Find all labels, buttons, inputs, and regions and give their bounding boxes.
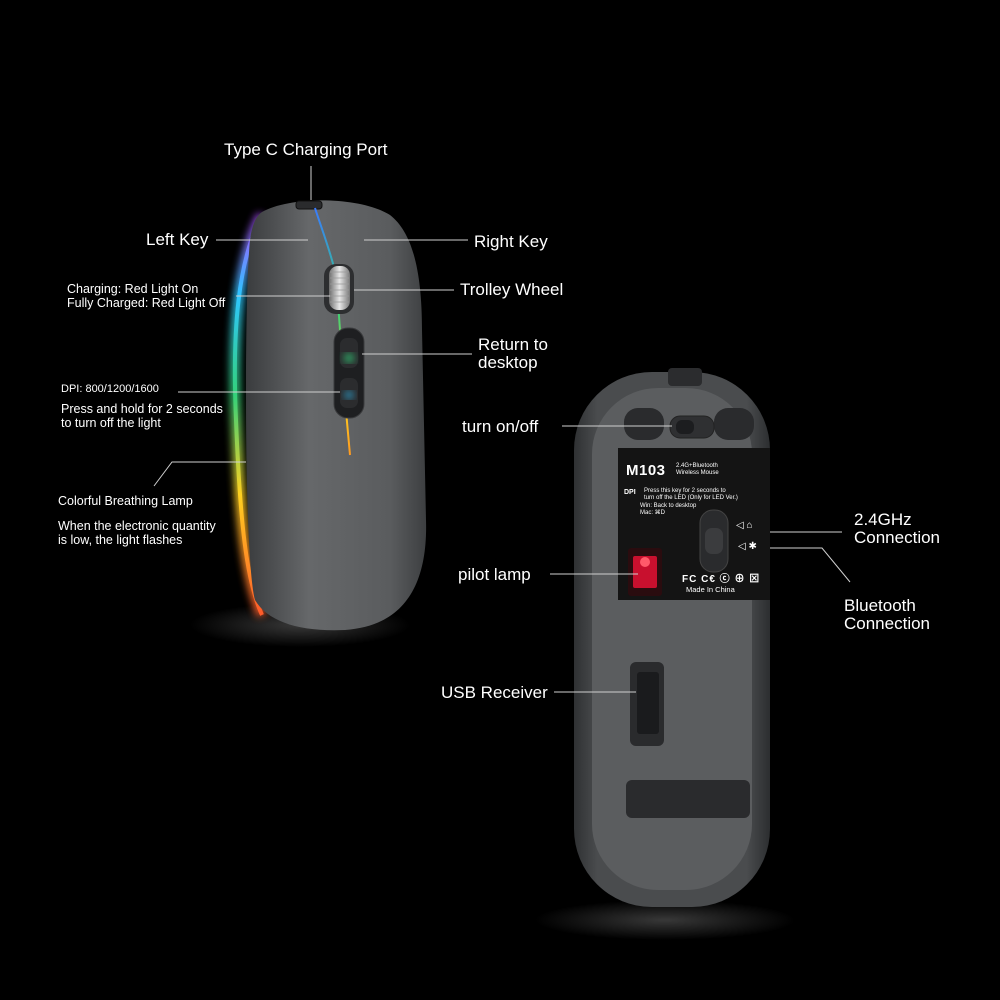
bottom-foot: [626, 780, 750, 818]
label-pilot-lamp: pilot lamp: [458, 565, 531, 584]
dpi-line-3: to turn off the light: [61, 416, 161, 431]
sticker-origin: Made In China: [686, 585, 735, 594]
return-desktop-line-2: desktop: [478, 353, 538, 372]
sticker-dpi-note-1: Press this key for 2 seconds to: [644, 488, 726, 494]
sticker-bluetooth-icon: ◁ ✱: [738, 541, 757, 552]
label-usb-receiver: USB Receiver: [441, 683, 548, 702]
scroll-wheel: [329, 266, 350, 310]
connection-24-line-1: 2.4GHz: [854, 510, 912, 529]
label-trolley-wheel: Trolley Wheel: [460, 280, 564, 299]
mouse-top-view: [190, 200, 427, 647]
pilot-lamp-led: [640, 557, 650, 567]
bluetooth-line-1: Bluetooth: [844, 596, 916, 615]
sticker-dpi-prefix: DPI: [624, 489, 636, 496]
low-power-line-1: When the electronic quantity: [58, 519, 216, 533]
mouse-body: [245, 200, 427, 631]
floor-reflection-bottom: [535, 900, 795, 940]
sticker-win-note: Win: Back to desktop: [640, 503, 697, 509]
label-dpi: DPI: 800/1200/1600 Press and hold for 2 …: [61, 383, 223, 430]
sticker-subtitle: 2.4G+Bluetooth Wireless Mouse: [676, 463, 719, 477]
type-c-port: [295, 200, 323, 210]
sticker-certifications: FC C€ ⓒ ⊕ ⊠: [682, 574, 761, 585]
dpi-line-2: Press and hold for 2 seconds: [61, 401, 223, 416]
power-switch-knob: [676, 420, 694, 434]
sticker-os-notes: Win: Back to desktop Mac: ⌘D: [640, 503, 696, 517]
mouse-bottom-view: [535, 368, 795, 940]
label-bluetooth: Bluetooth Connection: [844, 597, 930, 633]
indicator-glow: [344, 353, 354, 363]
top-right-foot: [714, 408, 754, 440]
sticker-2-4ghz-icon: ◁ ⌂: [736, 520, 753, 531]
sticker-subtitle-1: 2.4G+Bluetooth: [676, 463, 718, 469]
usb-receiver: [637, 672, 659, 734]
label-low-power: When the electronic quantity is low, the…: [58, 519, 216, 548]
sticker-dpi-note-2: turn off the LED (Only for LED Ver.): [644, 494, 738, 501]
label-right-key: Right Key: [474, 232, 548, 251]
top-left-foot: [624, 408, 664, 440]
bluetooth-line-2: Connection: [844, 614, 931, 633]
dpi-glow: [345, 391, 353, 399]
label-left-key: Left Key: [146, 230, 209, 249]
label-power-switch: turn on/off: [462, 417, 539, 436]
charging-status-line-2: Fully Charged: Red Light Off: [67, 296, 226, 311]
mode-switch-knob: [705, 528, 723, 554]
rgb-breathing-strip: [232, 214, 264, 616]
leader-lines: [153, 166, 851, 693]
return-desktop-line-1: Return to: [478, 335, 548, 354]
label-2-4ghz: 2.4GHz Connection: [854, 511, 940, 547]
sticker-model-name: M103: [626, 462, 666, 479]
charging-status-line-1: Charging: Red Light On: [67, 282, 199, 296]
sticker-mac-note: Mac: ⌘D: [640, 509, 666, 516]
leader-breathing-lamp: [153, 461, 246, 487]
label-breathing-lamp: Colorful Breathing Lamp: [58, 494, 193, 508]
pilot-lamp: [633, 556, 657, 588]
sticker-dpi-note: Press this key for 2 seconds to turn off…: [644, 488, 738, 502]
low-power-line-2: is low, the light flashes: [58, 533, 183, 548]
leader-bluetooth: [770, 547, 851, 583]
sticker-subtitle-2: Wireless Mouse: [676, 469, 719, 476]
connection-24-line-2: Connection: [854, 528, 941, 547]
sticker-model: M103: [626, 462, 666, 480]
dpi-line-1: DPI: 800/1200/1600: [61, 383, 159, 395]
base-port-notch: [668, 368, 702, 386]
label-charging-status: Charging: Red Light On Fully Charged: Re…: [67, 282, 225, 311]
label-charging-port: Type C Charging Port: [224, 140, 388, 159]
label-return-desktop: Return to desktop: [478, 336, 548, 372]
